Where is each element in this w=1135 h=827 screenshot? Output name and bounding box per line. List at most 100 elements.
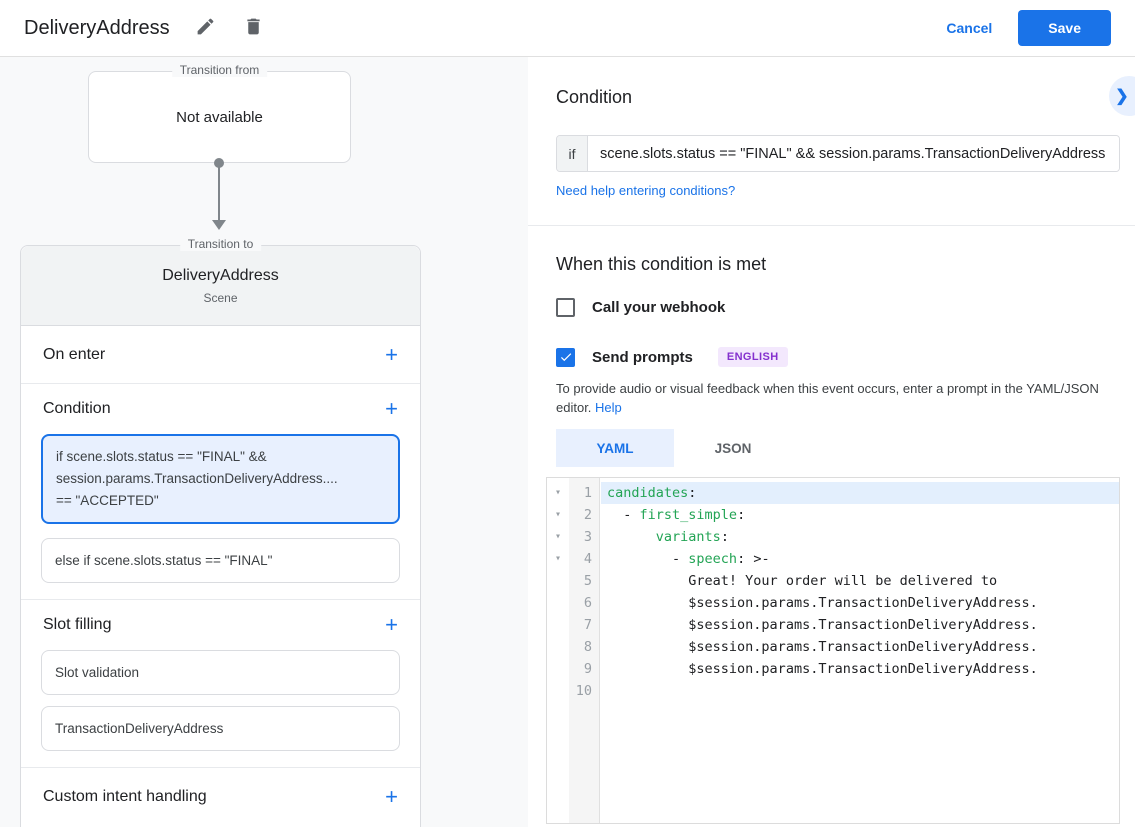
condition-section: Condition + if scene.slots.status == "FI…	[21, 384, 420, 600]
transition-to-legend: Transition to	[179, 237, 262, 251]
if-prefix-label: if	[557, 136, 588, 171]
editor-format-tabs: YAML JSON	[556, 429, 792, 467]
code-text: - speech: >-	[607, 551, 770, 567]
fold-arrow-icon[interactable]: ▾	[554, 487, 562, 498]
scene-type-label: Scene	[203, 290, 238, 305]
fold-arrow-icon[interactable]: ▾	[554, 509, 562, 520]
custom-intent-label: Custom intent handling	[43, 788, 207, 805]
fold-arrow-icon[interactable]: ▾	[554, 531, 562, 542]
chevron-right-icon: ❯	[1115, 88, 1129, 105]
line-number: 5	[583, 573, 592, 589]
line-number: 8	[583, 639, 592, 655]
line-number: 9	[583, 661, 592, 677]
collapse-panel-button[interactable]: ❯	[1109, 76, 1135, 116]
send-prompts-checkbox[interactable]	[556, 347, 575, 367]
editor-line[interactable]: 5 Great! Your order will be delivered to	[547, 570, 1119, 592]
save-button[interactable]: Save	[1018, 10, 1111, 46]
code-text: - first_simple:	[607, 507, 746, 523]
line-number: 2	[583, 507, 592, 523]
add-condition-icon[interactable]: +	[385, 396, 398, 421]
checkmark-icon	[559, 350, 573, 364]
condition-help-link[interactable]: Need help entering conditions?	[556, 183, 736, 198]
condition-card-selected[interactable]: if scene.slots.status == "FINAL" && sess…	[41, 434, 400, 524]
editor-line[interactable]: 10	[547, 680, 1119, 702]
fold-arrow-icon[interactable]	[547, 636, 569, 658]
scene-card-header: DeliveryAddress Scene	[21, 246, 420, 326]
editor-line[interactable]: ▾ 3 variants:	[547, 526, 1119, 548]
send-prompts-label: Send prompts	[592, 348, 693, 366]
header-actions: Cancel Save	[946, 10, 1111, 46]
condition-section-label: Condition	[43, 400, 111, 417]
language-badge: ENGLISH	[717, 347, 788, 367]
top-bar: DeliveryAddress Cancel Save	[0, 0, 1135, 57]
code-text: Great! Your order will be delivered to	[688, 573, 998, 589]
condition-editor-panel: Condition ❯ if Need help entering condit…	[528, 57, 1135, 827]
delete-scene-button[interactable]	[242, 16, 266, 40]
pencil-icon	[195, 16, 216, 40]
editor-line[interactable]: 6 $session.params.TransactionDeliveryAdd…	[547, 592, 1119, 614]
line-number: 1	[583, 485, 592, 501]
fold-arrow-icon[interactable]	[547, 614, 569, 636]
add-slot-icon[interactable]: +	[385, 612, 398, 637]
fold-arrow-icon[interactable]: ▾	[554, 553, 562, 564]
line-number: 3	[583, 529, 592, 545]
fold-arrow-icon[interactable]	[547, 658, 569, 680]
help-link[interactable]: Help	[595, 400, 622, 415]
add-custom-intent-icon[interactable]: +	[385, 784, 398, 809]
active-line-highlight	[601, 482, 1119, 504]
editor-lines: ▾ 1 candidates: ▾ 2 - first_simple: ▾ 3	[547, 482, 1119, 702]
on-enter-label: On enter	[43, 345, 106, 363]
on-enter-row[interactable]: On enter +	[21, 326, 420, 384]
webhook-label: Call your webhook	[592, 299, 726, 316]
editor-line[interactable]: 9 $session.params.TransactionDeliveryAdd…	[547, 658, 1119, 680]
line-number: 4	[583, 551, 592, 567]
page-title: DeliveryAddress	[24, 16, 170, 39]
condition-expression-field: if	[556, 135, 1120, 172]
code-text	[600, 680, 1119, 702]
line-number: 6	[583, 595, 592, 611]
code-text: $session.params.TransactionDeliveryAddre…	[688, 639, 1038, 655]
editor-line[interactable]: 7 $session.params.TransactionDeliveryAdd…	[547, 614, 1119, 636]
editor-line[interactable]: ▾ 4 - speech: >-	[547, 548, 1119, 570]
add-on-enter-icon[interactable]: +	[385, 341, 398, 367]
prompt-description-text: To provide audio or visual feedback when…	[556, 381, 1099, 415]
condition-expression-input[interactable]	[588, 136, 1119, 171]
custom-intent-row[interactable]: Custom intent handling +	[21, 768, 420, 826]
editor-line[interactable]: ▾ 1 candidates:	[547, 482, 1119, 504]
code-text: $session.params.TransactionDeliveryAddre…	[688, 661, 1038, 677]
section-divider	[528, 225, 1135, 226]
fold-arrow-icon[interactable]	[547, 570, 569, 592]
webhook-checkbox[interactable]	[556, 298, 575, 317]
line-number: 10	[575, 683, 592, 699]
editor-line[interactable]: ▾ 2 - first_simple:	[547, 504, 1119, 526]
condition-card-else[interactable]: else if scene.slots.status == "FINAL"	[41, 538, 400, 583]
code-text: candidates:	[607, 485, 697, 501]
edit-scene-button[interactable]	[194, 16, 218, 40]
transition-from-legend: Transition from	[171, 63, 268, 77]
line-number: 7	[583, 617, 592, 633]
tab-json[interactable]: JSON	[674, 429, 792, 467]
send-prompts-option[interactable]: Send prompts ENGLISH	[556, 347, 788, 367]
scene-name: DeliveryAddress	[162, 266, 279, 284]
code-text: $session.params.TransactionDeliveryAddre…	[688, 617, 1038, 633]
slot-filling-label: Slot filling	[43, 616, 112, 633]
transition-to-card: Transition to DeliveryAddress Scene On e…	[20, 237, 421, 827]
editor-line[interactable]: 8 $session.params.TransactionDeliveryAdd…	[547, 636, 1119, 658]
transition-from-box: Transition from Not available	[88, 63, 351, 163]
prompt-description: To provide audio or visual feedback when…	[556, 379, 1114, 417]
yaml-code-editor[interactable]: ▾ 1 candidates: ▾ 2 - first_simple: ▾ 3	[546, 477, 1120, 824]
slot-filling-section: Slot filling + Slot validation Transacti…	[21, 600, 420, 768]
trash-icon	[243, 16, 264, 40]
slot-validation-card[interactable]: Slot validation	[41, 650, 400, 695]
tab-yaml[interactable]: YAML	[556, 429, 674, 467]
fold-arrow-icon[interactable]	[547, 680, 569, 702]
slot-transaction-card[interactable]: TransactionDeliveryAddress	[41, 706, 400, 751]
line-number-gutter	[569, 478, 600, 823]
fold-arrow-icon[interactable]	[547, 592, 569, 614]
code-text: variants:	[655, 529, 729, 545]
cancel-button[interactable]: Cancel	[946, 20, 993, 36]
call-webhook-option[interactable]: Call your webhook	[556, 298, 725, 317]
connector-line	[218, 163, 220, 221]
scene-diagram-canvas: Transition from Not available Transition…	[0, 57, 528, 827]
code-text: $session.params.TransactionDeliveryAddre…	[688, 595, 1038, 611]
